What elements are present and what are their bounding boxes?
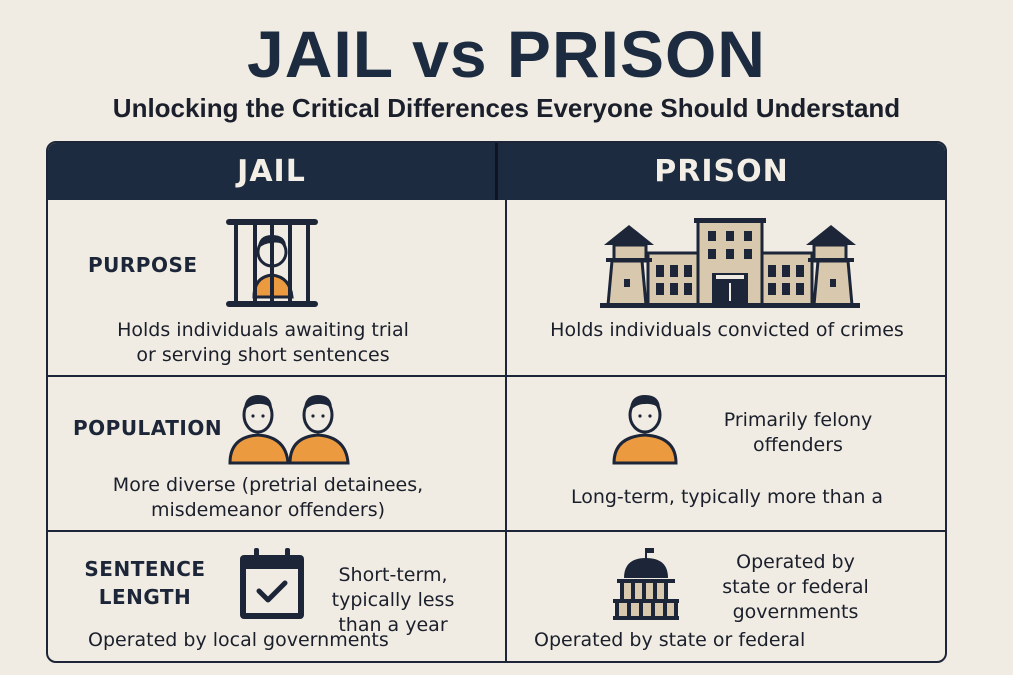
jail-operated-text: Operated by local governments	[88, 629, 389, 651]
page-title: JAIL vs PRISON	[247, 17, 766, 91]
calendar-check-icon	[240, 548, 304, 619]
row-divider	[48, 375, 945, 377]
column-divider	[505, 200, 507, 661]
text-line: Operated by	[736, 551, 855, 573]
text-line: Holds individuals awaiting trial	[117, 319, 409, 341]
label-line: LENGTH	[98, 585, 192, 609]
text-line: offenders	[753, 434, 843, 456]
two-people-icon	[228, 395, 350, 465]
person-behind-bars-icon	[226, 219, 318, 307]
prison-population-side-text: Primarily felony offenders	[698, 408, 898, 458]
text-line: or serving short sentences	[136, 344, 390, 366]
text-line: More diverse (pretrial detainees,	[112, 474, 424, 496]
column-header-jail: JAIL	[48, 143, 498, 200]
prison-population-text: Long-term, typically more than a	[570, 486, 884, 508]
row-label-purpose: PURPOSE	[88, 253, 198, 277]
row-divider	[48, 530, 945, 532]
row-label-sentence-length: SENTENCE LENGTH	[80, 555, 210, 611]
text-line: typically less	[331, 589, 455, 611]
text-line: state or federal	[722, 576, 869, 598]
row-label-population: POPULATION	[73, 416, 223, 440]
capitol-building-icon	[613, 548, 679, 620]
column-header-prison: PRISON	[654, 154, 789, 189]
jail-population-text: More diverse (pretrial detainees, misdem…	[48, 473, 488, 523]
text-line: misdemeanor offenders)	[150, 499, 386, 521]
person-icon	[612, 395, 678, 465]
prison-building-icon	[600, 218, 860, 308]
page-subtitle: Unlocking the Critical Differences Every…	[112, 93, 901, 123]
text-line: than a year	[338, 614, 448, 636]
prison-operated-text: Operated by state or federal	[534, 629, 806, 651]
table-header: JAIL PRISON	[48, 143, 945, 200]
comparison-table: JAIL PRISON PURPOSE Holds individuals aw…	[46, 141, 947, 663]
jail-sentence-side-text: Short-term, typically less than a year	[318, 563, 468, 638]
jail-purpose-text: Holds individuals awaiting trial or serv…	[48, 318, 478, 368]
prison-operated-side-text: Operated by state or federal governments	[703, 550, 888, 625]
text-line: governments	[732, 601, 859, 623]
text-line: Short-term,	[338, 564, 448, 586]
label-line: SENTENCE	[84, 557, 206, 581]
prison-purpose-text: Holds individuals convicted of crimes	[550, 319, 904, 341]
text-line: Primarily felony	[723, 409, 873, 431]
